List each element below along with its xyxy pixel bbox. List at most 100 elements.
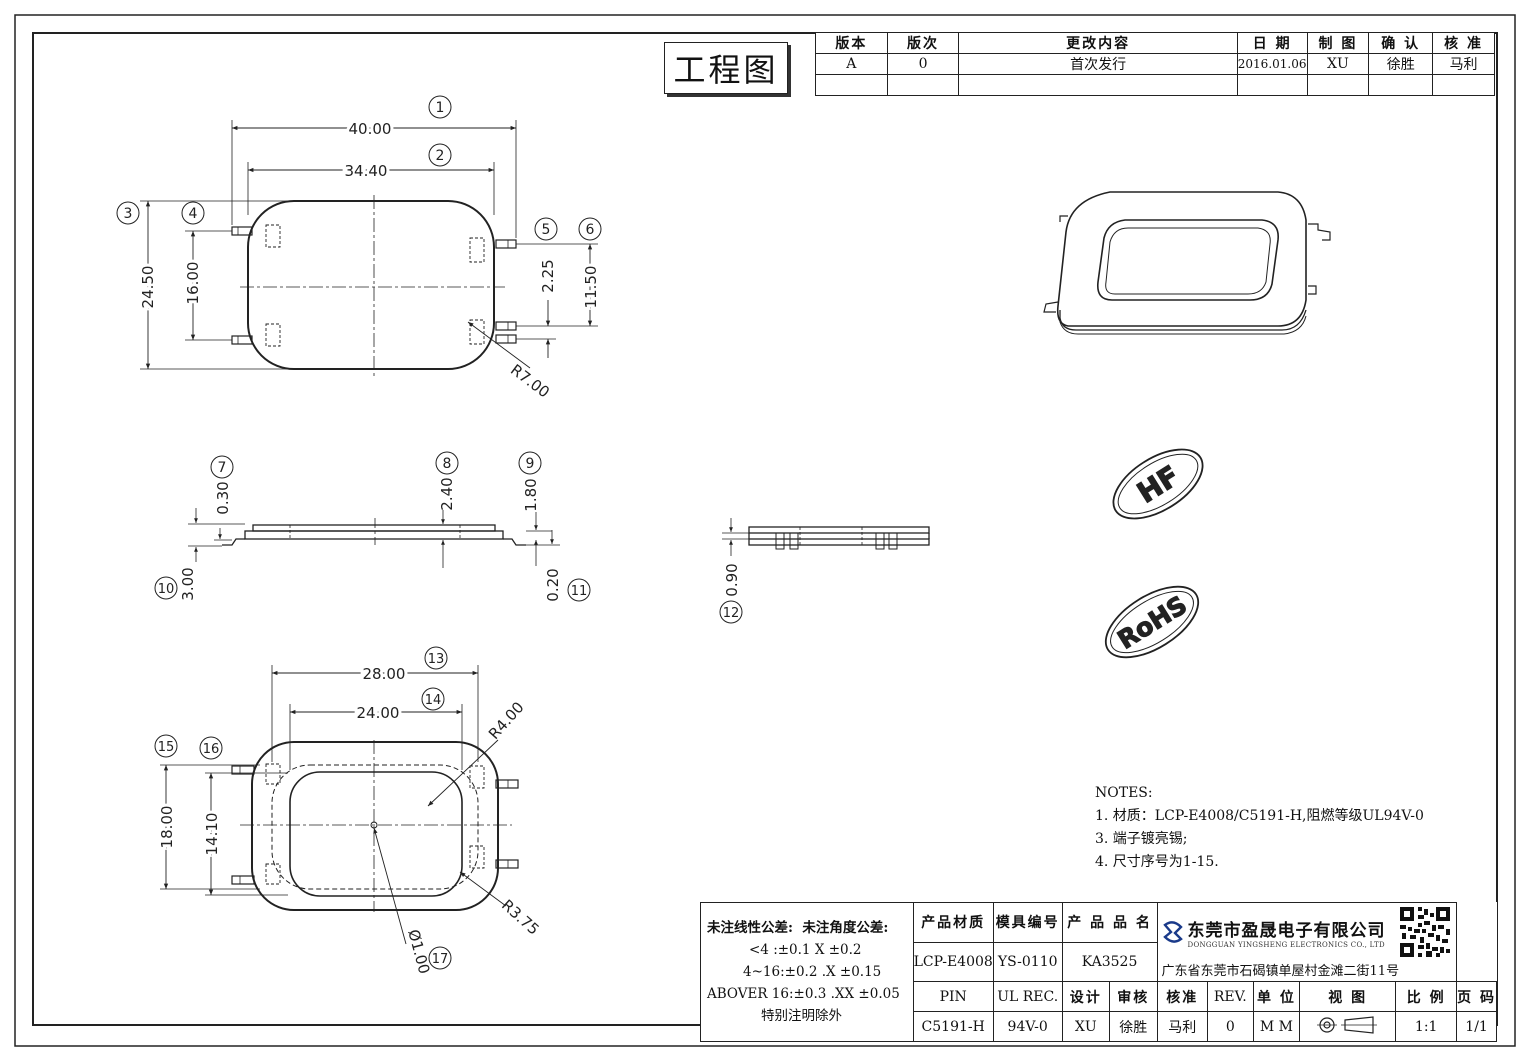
side-view-2 <box>722 518 930 556</box>
notes-title: NOTES: <box>1095 785 1153 801</box>
dim-28: 28.00 <box>363 665 406 683</box>
balloon-16: 16 <box>199 736 223 760</box>
svg-text:6: 6 <box>586 222 595 238</box>
top-view-annotations: 1 2 3 4 5 6 40.00 34.40 24.50 16.00 2.25… <box>116 95 603 401</box>
balloon-4: 4 <box>181 201 205 225</box>
scale-label: 比 例 <box>1395 981 1458 1012</box>
rev-cell: 2016.01.06 <box>1236 53 1308 75</box>
note-item: 1. 材质：LCP-E4008/C5191-H,阻燃等级UL94V-0 <box>1095 808 1424 824</box>
balloon-2: 2 <box>428 143 452 167</box>
company-address: 广东省东莞市石碣镇单屋村金滩二街11号 <box>1161 964 1400 979</box>
projection-symbol <box>1299 1011 1397 1042</box>
rev-header-change: 更改内容 <box>958 32 1238 54</box>
balloon-1: 1 <box>428 95 452 119</box>
rev-header-date: 日 期 <box>1236 32 1308 54</box>
revision-header-row: 版本 版次 更改内容 日 期 制 图 确 认 核 准 <box>815 32 1495 54</box>
ul-label: UL REC. <box>992 981 1063 1012</box>
rev-cell <box>958 74 1238 96</box>
svg-text:1: 1 <box>436 100 445 116</box>
balloon-13: 13 <box>424 646 448 670</box>
side-view-annotations: 7 8 9 10 11 12 0.30 2.40 1.80 3.00 0.20 … <box>154 451 743 624</box>
svg-text:10: 10 <box>158 582 175 597</box>
ul-value: 94V-0 <box>992 1011 1063 1042</box>
rev-header-confirm: 确 认 <box>1368 32 1434 54</box>
rev-label: REV. <box>1206 981 1254 1012</box>
product-name-value: KA3525 <box>1061 941 1158 982</box>
material-value: LCP-E4008 <box>912 941 994 982</box>
rev-cell: 马利 <box>1432 53 1495 75</box>
svg-text:15: 15 <box>158 740 175 755</box>
svg-text:5: 5 <box>542 222 551 238</box>
balloon-14: 14 <box>421 687 445 711</box>
balloon-5: 5 <box>534 217 558 241</box>
svg-text:13: 13 <box>428 652 445 667</box>
pin-label: PIN <box>912 981 994 1012</box>
dim-14-1: 14.10 <box>203 813 221 856</box>
rev-header-version: 版本 <box>815 32 888 54</box>
dim-0-20: 0.20 <box>544 568 562 601</box>
dim-11-5: 11.50 <box>582 266 600 309</box>
company-logo-icon <box>1162 921 1183 943</box>
page-label: 页 码 <box>1456 981 1497 1012</box>
svg-text:14: 14 <box>425 693 442 708</box>
svg-text:11: 11 <box>571 584 588 599</box>
dim-1-80: 1.80 <box>522 478 540 511</box>
side-view <box>188 508 560 568</box>
top-view <box>140 120 598 378</box>
revision-table: 版本 版次 更改内容 日 期 制 图 确 认 核 准 A 0 首次发行 2016… <box>815 32 1495 96</box>
svg-text:4: 4 <box>189 206 198 222</box>
outer-border <box>14 14 1516 1047</box>
company-name-cn: 东莞市盈晟电子有限公司 <box>1187 920 1386 941</box>
dim-0-30: 0.30 <box>214 481 232 514</box>
unit-label: 单 位 <box>1252 981 1301 1012</box>
rev-cell: 0 <box>886 53 960 75</box>
svg-text:8: 8 <box>443 456 452 472</box>
rev-cell: XU <box>1306 53 1370 75</box>
svg-text:16: 16 <box>203 742 220 757</box>
tolerance-box: 未注线性公差: 未注角度公差: <4 :±0.1 X ±0.2 4~16:±0.… <box>700 902 914 1042</box>
mold-label: 模具编号 <box>992 902 1063 943</box>
notes: NOTES: 1. 材质：LCP-E4008/C5191-H,阻燃等级UL94V… <box>1095 782 1424 874</box>
dim-24: 24.00 <box>357 704 400 722</box>
dim-2-40: 2.40 <box>438 477 456 510</box>
svg-text:2: 2 <box>436 148 445 164</box>
note-item: 4. 尺寸序号为1-15. <box>1095 854 1219 870</box>
design-value: XU <box>1061 1011 1111 1042</box>
dim-phi-1: Ø1.00 <box>404 928 433 976</box>
rev-cell <box>1236 74 1308 96</box>
dim-34-4: 34.40 <box>345 162 388 180</box>
qr-code-icon <box>1398 905 1453 959</box>
rev-cell: 徐胜 <box>1368 53 1434 75</box>
tolerance-line-4: 特别注明除外 <box>761 1008 842 1024</box>
balloon-12: 12 <box>719 600 743 624</box>
rev-header-edition: 版次 <box>886 32 960 54</box>
dim-24-5: 24.50 <box>139 266 157 309</box>
view-label: 视 图 <box>1299 981 1397 1012</box>
balloon-17: 17 <box>428 946 452 970</box>
tolerance-line-2: 4~16:±0.2 .X ±0.15 <box>743 964 882 980</box>
balloon-6: 6 <box>578 217 602 241</box>
rohs-stamp: RoHS <box>1104 585 1200 659</box>
rev-value: 0 <box>1206 1011 1254 1042</box>
svg-text:12: 12 <box>723 606 740 621</box>
svg-text:RoHS: RoHS <box>1113 590 1192 655</box>
scale-value: 1:1 <box>1395 1011 1458 1042</box>
approve-label: 核准 <box>1156 981 1208 1012</box>
balloon-9: 9 <box>518 451 542 475</box>
third-angle-projection-icon <box>1316 1015 1377 1034</box>
isometric-view <box>1043 191 1331 335</box>
bottom-view-annotations: 13 14 15 16 17 28.00 24.00 18.00 14.10 R… <box>154 646 543 976</box>
title-block: 未注线性公差: 未注角度公差: <4 :±0.1 X ±0.2 4~16:±0.… <box>700 902 1497 1042</box>
rev-cell: A <box>815 53 888 75</box>
bottom-view <box>160 665 519 945</box>
balloon-10: 10 <box>154 576 178 600</box>
dim-r3-75: R3.75 <box>498 896 543 939</box>
product-name-label: 产 品 品 名 <box>1061 902 1158 943</box>
balloon-15: 15 <box>154 734 178 758</box>
rev-header-drawn: 制 图 <box>1306 32 1370 54</box>
rev-cell <box>1432 74 1495 96</box>
design-label: 设计 <box>1061 981 1111 1012</box>
dim-40: 40.00 <box>349 120 392 138</box>
